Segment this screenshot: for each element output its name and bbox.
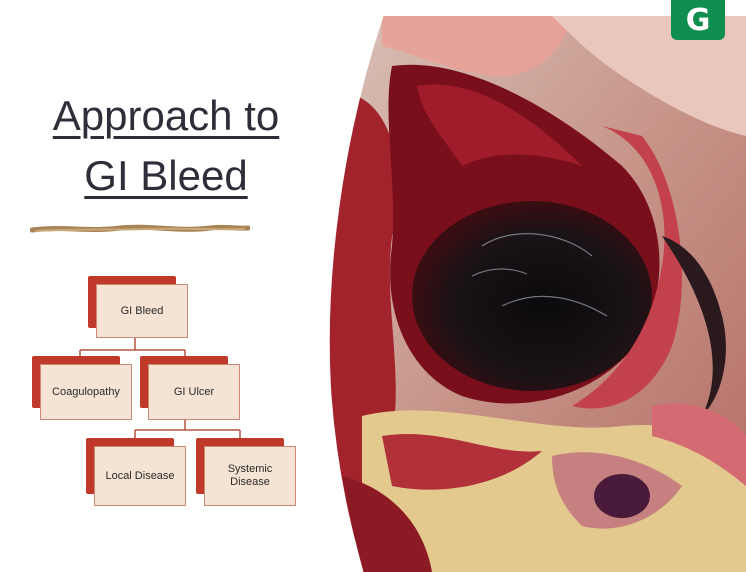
systemic-line-2: Disease xyxy=(230,476,270,488)
node-gi-bleed: GI Bleed xyxy=(88,276,188,338)
slide-title: Approach to GI Bleed xyxy=(20,86,312,206)
node-local-disease-label: Local Disease xyxy=(105,469,175,482)
connector-bleed-children xyxy=(79,338,186,362)
systemic-line-1: Systemic xyxy=(227,463,273,475)
diagram-connectors xyxy=(79,338,241,442)
node-coagulopathy-label: Coagulopathy xyxy=(52,385,120,398)
node-systemic-disease-label: Systemic Disease xyxy=(228,463,273,489)
brand-logo: G xyxy=(671,0,725,40)
gi-bleed-photo xyxy=(326,16,746,572)
title-line-1: Approach to xyxy=(52,92,280,139)
node-coagulopathy: Coagulopathy xyxy=(32,356,132,420)
title-line-2: GI Bleed xyxy=(84,152,248,199)
node-gi-ulcer: GI Ulcer xyxy=(140,356,240,420)
brush-divider xyxy=(30,224,250,233)
connector-ulcer-children xyxy=(134,418,241,442)
logo-letter: G xyxy=(685,2,711,38)
node-local-disease: Local Disease xyxy=(86,438,186,506)
node-systemic-disease: Systemic Disease xyxy=(196,438,296,506)
node-gi-ulcer-label: GI Ulcer xyxy=(173,385,215,398)
node-gi-bleed-label: GI Bleed xyxy=(120,304,164,317)
